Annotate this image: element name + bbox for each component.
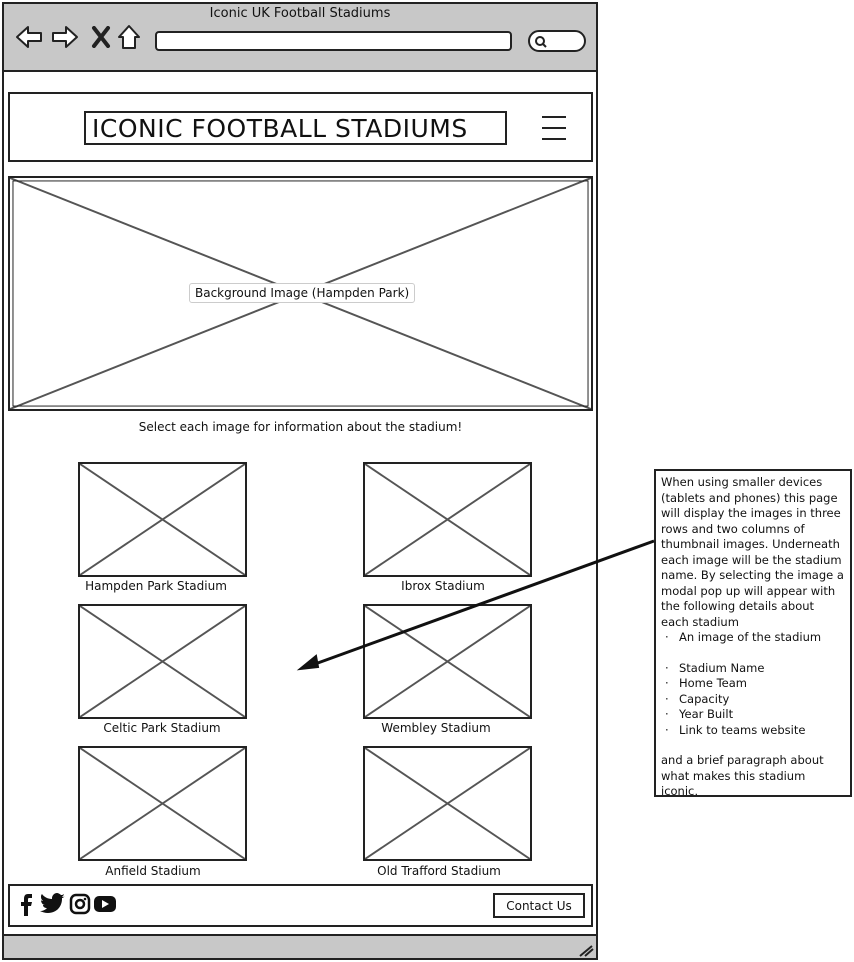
window-title: Iconic UK Football Stadiums xyxy=(209,6,391,21)
hero-label: Background Image (Hampden Park) xyxy=(189,283,416,303)
browser-status-bar xyxy=(4,934,596,958)
note-spacer xyxy=(661,646,845,661)
stadium-thumbnail-wembley[interactable] xyxy=(363,604,532,719)
annotation-arrow xyxy=(296,539,655,671)
stadium-caption: Hampden Park Stadium xyxy=(85,579,227,593)
note-outro: and a brief paragraph about what makes t… xyxy=(661,753,824,797)
stadium-thumbnail-anfield[interactable] xyxy=(78,746,247,861)
search-button[interactable] xyxy=(528,30,586,52)
intro-text: Select each image for information about … xyxy=(138,420,463,434)
back-arrow-icon[interactable] xyxy=(14,22,44,52)
stadium-thumbnail-ibrox[interactable] xyxy=(363,462,532,577)
search-icon xyxy=(535,36,547,48)
url-input[interactable] xyxy=(155,31,512,51)
note-item: An image of the stadium xyxy=(661,630,845,646)
site-header xyxy=(8,92,593,162)
stadium-caption: Wembley Stadium xyxy=(381,721,491,735)
youtube-icon[interactable] xyxy=(93,893,117,917)
note-item: Link to teams website xyxy=(661,723,845,739)
stadium-caption: Old Trafford Stadium xyxy=(377,864,501,878)
note-item: Home Team xyxy=(661,676,845,692)
stadium-thumbnail-old-trafford[interactable] xyxy=(363,746,532,861)
stadium-caption: Ibrox Stadium xyxy=(401,579,485,593)
facebook-icon[interactable] xyxy=(18,893,42,917)
resize-grip-icon[interactable] xyxy=(578,942,594,957)
instagram-icon[interactable] xyxy=(69,893,93,917)
note-item: Year Built xyxy=(661,707,845,723)
stadium-thumbnail-celtic[interactable] xyxy=(78,604,247,719)
stadium-caption: Celtic Park Stadium xyxy=(103,721,221,735)
note-list: An image of the stadium Stadium Name Hom… xyxy=(661,630,845,738)
contact-us-button[interactable]: Contact Us xyxy=(493,893,585,918)
site-logo[interactable]: ICONIC FOOTBALL STADIUMS xyxy=(84,111,507,145)
stadium-thumbnail-hampden[interactable] xyxy=(78,462,247,577)
note-item: Capacity xyxy=(661,692,845,708)
note-item: Stadium Name xyxy=(661,661,845,677)
home-icon[interactable] xyxy=(114,22,144,52)
twitter-icon[interactable] xyxy=(40,893,65,917)
note-intro: When using smaller devices (tablets and … xyxy=(661,475,844,629)
stadium-caption: Anfield Stadium xyxy=(105,864,201,878)
close-icon[interactable] xyxy=(86,22,116,52)
annotation-note: When using smaller devices (tablets and … xyxy=(654,469,852,797)
note-spacer xyxy=(661,738,845,753)
hamburger-menu-icon[interactable] xyxy=(542,116,570,140)
forward-arrow-icon[interactable] xyxy=(50,22,80,52)
